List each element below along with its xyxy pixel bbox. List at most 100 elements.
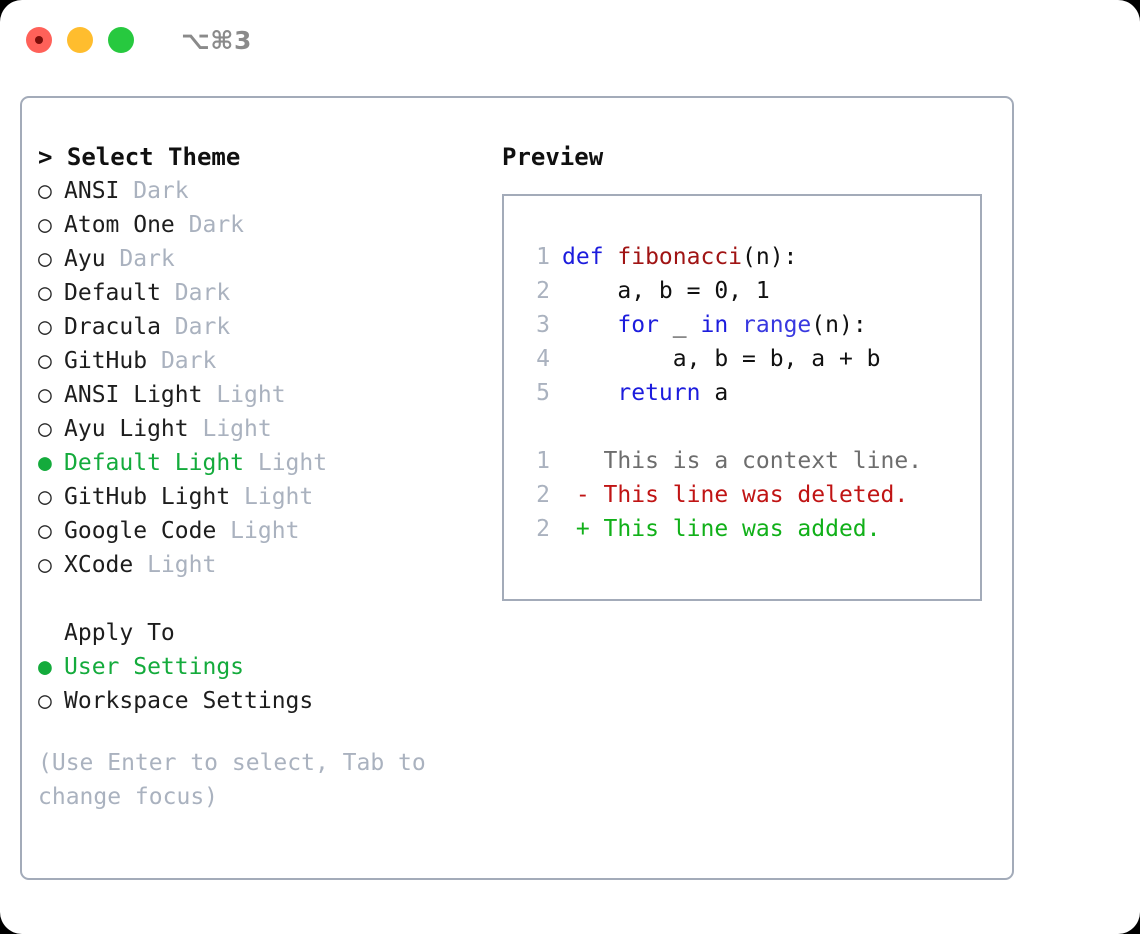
theme-option-dracula[interactable]: ○ Dracula Dark	[38, 310, 498, 344]
diff-line-text: This is a context line.	[562, 448, 923, 474]
theme-option-label: XCode	[64, 552, 134, 578]
radio-selected-icon: ●	[38, 450, 52, 476]
theme-option-variant: Light	[230, 484, 314, 510]
radio-selected-icon: ●	[38, 654, 52, 680]
radio-unselected-icon: ○	[38, 178, 52, 204]
theme-option-ansi[interactable]: ○ ANSI Dark	[38, 174, 498, 208]
radio-unselected-icon: ○	[38, 314, 52, 340]
code-token-plain	[728, 312, 742, 338]
code-token-plain: _	[658, 312, 701, 338]
code-token-kw: in	[700, 312, 729, 338]
window-titlebar: ⌥⌘3	[0, 0, 1140, 80]
select-theme-heading: > Select Theme	[38, 143, 241, 171]
theme-option-variant: Dark	[119, 178, 189, 204]
minimize-button[interactable]	[67, 27, 93, 53]
theme-option-variant: Light	[133, 552, 217, 578]
code-line-text: for _ in range(n):	[562, 308, 867, 342]
diff-line-add: 2 + This line was added.	[504, 512, 980, 546]
code-token-plain: a, b = 0, 1	[562, 278, 770, 304]
code-line-text: return a	[562, 376, 728, 410]
list-gap	[38, 582, 498, 616]
theme-option-label: Default Light	[64, 450, 245, 476]
theme-option-label: Dracula	[64, 314, 161, 340]
radio-unselected-icon: ○	[38, 552, 52, 578]
theme-option-ayu-light[interactable]: ○ Ayu Light Light	[38, 412, 498, 446]
line-number: 3	[536, 312, 550, 338]
code-line: 5 return a	[504, 376, 980, 410]
code-diff-separator	[504, 410, 980, 444]
radio-unselected-icon: ○	[38, 382, 52, 408]
diff-line-text: - This line was deleted.	[562, 482, 909, 508]
theme-option-variant: Dark	[105, 246, 175, 272]
line-number: 1	[536, 244, 550, 270]
heading-indent-spacer: ○	[38, 616, 64, 650]
code-token-fn: fibonacci	[617, 244, 743, 270]
code-token-plain: a, b = b, a + b	[562, 346, 881, 372]
maximize-button[interactable]	[108, 27, 134, 53]
code-line: 1 def fibonacci(n):	[504, 240, 980, 274]
code-line-text: a, b = 0, 1	[562, 274, 770, 308]
theme-option-variant: Dark	[160, 314, 231, 340]
theme-option-label: Ayu Light	[64, 416, 189, 442]
code-token-kw: for	[617, 312, 659, 338]
diff-sample: 1 This is a context line.2 - This line w…	[504, 444, 980, 546]
radio-unselected-icon: ○	[38, 484, 52, 510]
radio-unselected-icon: ○	[38, 348, 52, 374]
theme-option-label: GitHub	[64, 348, 148, 374]
diff-line-text: + This line was added.	[562, 516, 881, 542]
radio-unselected-icon: ○	[38, 212, 52, 238]
theme-option-label: Ayu	[64, 246, 106, 272]
close-button[interactable]	[26, 27, 52, 53]
code-token-plain	[562, 380, 617, 406]
theme-list[interactable]: ○ANSI Dark○Atom One Dark○Ayu Dark○Defaul…	[38, 174, 498, 582]
theme-option-github[interactable]: ○ GitHub Dark	[38, 344, 498, 378]
theme-option-variant: Light	[188, 416, 272, 442]
diff-line-number: 2	[536, 516, 550, 542]
apply-to-heading-label: Apply To	[64, 620, 175, 646]
code-token-kw: def	[562, 244, 618, 270]
theme-option-label: Atom One	[64, 212, 175, 238]
theme-option-variant: Light	[216, 518, 300, 544]
theme-option-variant: Light	[202, 382, 286, 408]
theme-picker-panel: > Select Theme ○ANSI Dark○Atom One Dark○…	[20, 96, 1014, 880]
theme-option-variant: Light	[244, 450, 328, 476]
apply-to-list[interactable]: ○Apply To ●User Settings○Workspace Settin…	[38, 616, 498, 718]
theme-option-ayu[interactable]: ○ Ayu Dark	[38, 242, 498, 276]
apply-to-option-user-settings[interactable]: ●User Settings	[38, 650, 498, 684]
apply-to-option-workspace-settings[interactable]: ○Workspace Settings	[38, 684, 498, 718]
theme-option-variant: Dark	[160, 280, 231, 306]
theme-option-google-code[interactable]: ○ Google Code Light	[38, 514, 498, 548]
diff-line-del: 2 - This line was deleted.	[504, 478, 980, 512]
theme-option-default[interactable]: ○Default Dark	[38, 276, 498, 310]
theme-option-atom-one[interactable]: ○ Atom One Dark	[38, 208, 498, 242]
code-token-bi: range	[742, 312, 812, 338]
code-token-plain: (n):	[811, 312, 867, 338]
apply-to-option-label: Workspace Settings	[64, 688, 314, 714]
theme-option-variant: Dark	[174, 212, 245, 238]
radio-unselected-icon: ○	[38, 518, 52, 544]
code-line: 4 a, b = b, a + b	[504, 342, 980, 376]
theme-option-label: Google Code	[64, 518, 217, 544]
radio-unselected-icon: ○	[38, 246, 52, 272]
line-number: 5	[536, 380, 550, 406]
theme-option-github-light[interactable]: ○GitHub Light Light	[38, 480, 498, 514]
theme-option-ansi-light[interactable]: ○ ANSI Light Light	[38, 378, 498, 412]
code-token-plain: (n):	[742, 244, 798, 270]
theme-option-label: ANSI	[64, 178, 120, 204]
diff-line-number: 2	[536, 482, 550, 508]
code-line-text: a, b = b, a + b	[562, 342, 881, 376]
code-token-kw: return	[617, 380, 701, 406]
radio-unselected-icon: ○	[38, 416, 52, 442]
keyboard-hint-text: (Use Enter to select, Tab to change focu…	[38, 750, 426, 810]
line-number: 4	[536, 346, 550, 372]
theme-option-label: ANSI Light	[64, 382, 203, 408]
theme-option-variant: Dark	[147, 348, 217, 374]
theme-selection-column: > Select Theme ○ANSI Dark○Atom One Dark○…	[38, 140, 498, 814]
theme-option-xcode[interactable]: ○ XCode Light	[38, 548, 498, 582]
code-line: 2 a, b = 0, 1	[504, 274, 980, 308]
theme-option-default-light[interactable]: ● Default Light Light	[38, 446, 498, 480]
